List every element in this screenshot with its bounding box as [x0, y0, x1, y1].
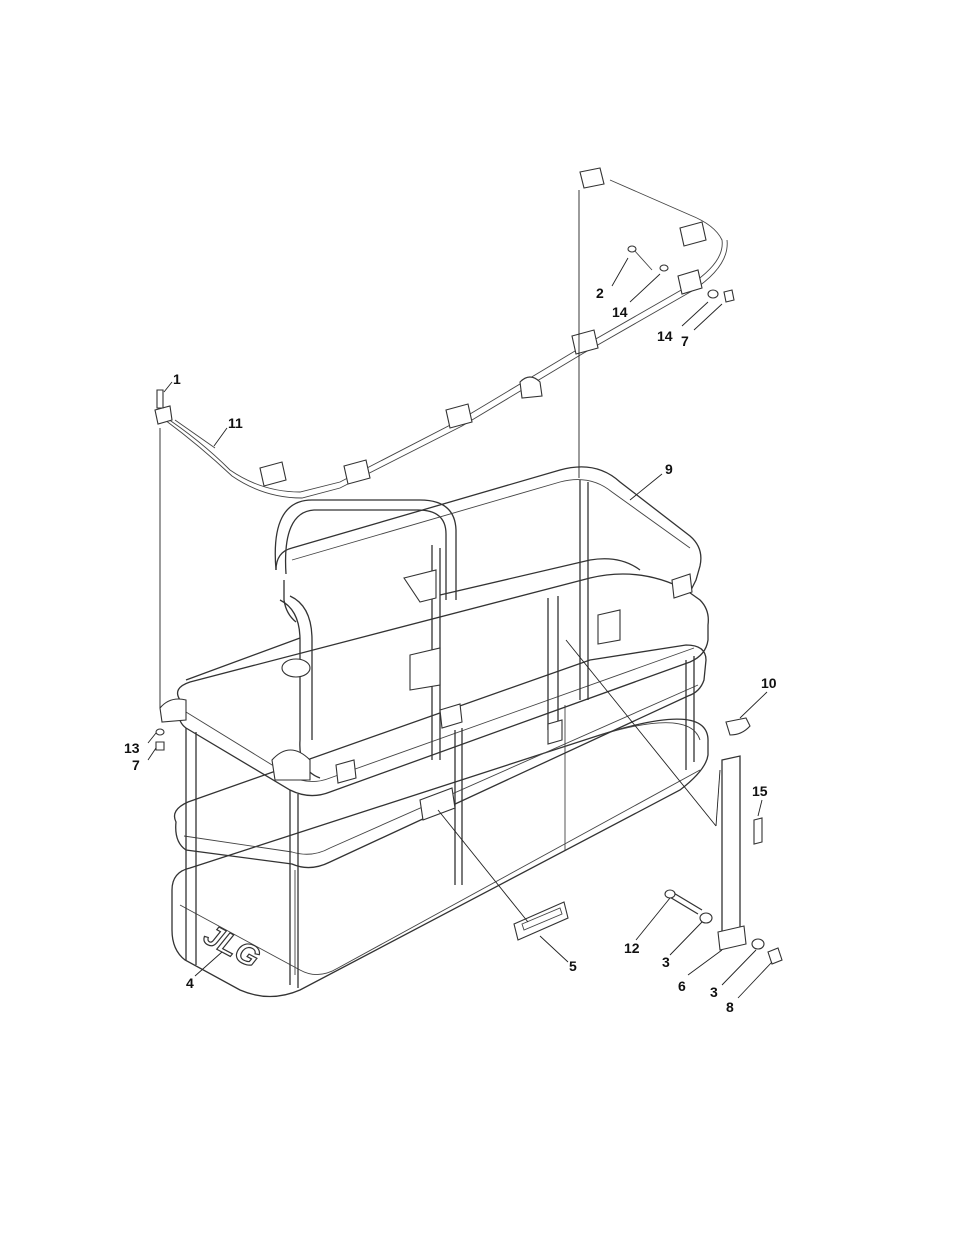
callout-4: 4 [186, 975, 194, 991]
floor-decal-plate [420, 788, 455, 820]
rail-bracket-middle [440, 704, 462, 728]
nut-8 [768, 948, 782, 964]
washer-13 [156, 729, 164, 735]
cable-clamp-5 [680, 222, 706, 246]
cable-end-left [155, 406, 172, 424]
screw-1 [157, 390, 163, 408]
callout-11: 11 [228, 415, 243, 431]
post-cap [726, 718, 750, 735]
cable-adjuster [520, 377, 542, 398]
seat-bracket [404, 570, 436, 602]
callout-6: 6 [678, 978, 686, 994]
cable-assembly [155, 168, 727, 498]
callout-5: 5 [569, 958, 577, 974]
jlg-logo: JLG [198, 918, 265, 975]
cable-end-right [580, 168, 604, 188]
rail-bracket-right [672, 574, 692, 598]
callout-7a: 7 [681, 333, 689, 349]
post-assembly [665, 718, 782, 964]
washer-3-right [752, 939, 764, 949]
callout-7b: 7 [132, 757, 140, 773]
decal-5 [514, 902, 568, 940]
washer-14-top [660, 265, 668, 271]
callout-2: 2 [596, 285, 604, 301]
callout-10: 10 [761, 675, 777, 691]
cable-clamp-4 [572, 330, 598, 354]
callout-9: 9 [665, 461, 673, 477]
pin-12-head [665, 890, 675, 898]
cable-mount-bracket [160, 699, 186, 722]
cable-clamp-1 [260, 462, 286, 486]
callout-labels: 1 2 3 3 4 5 6 7 7 8 9 10 11 12 13 14 14 … [124, 285, 777, 1015]
nut-7-left [156, 742, 164, 750]
post-tube [722, 756, 740, 936]
callout-14a: 14 [612, 304, 628, 320]
washer-3-left [700, 913, 712, 923]
callout-3b: 3 [710, 984, 718, 1000]
cable-clamp-2 [344, 460, 370, 484]
callout-12: 12 [624, 940, 640, 956]
washer-14-right [708, 290, 718, 298]
callout-14b: 14 [657, 328, 673, 344]
cable-clamp-6 [678, 270, 702, 294]
callout-15: 15 [752, 783, 768, 799]
cable-clamp-3 [446, 404, 472, 428]
nut-7-top [724, 290, 734, 302]
callout-13: 13 [124, 740, 140, 756]
hardware-top [156, 246, 734, 750]
leader-lines [148, 258, 772, 998]
assembly-centerlines [160, 190, 579, 708]
rail-bracket-left [336, 760, 356, 783]
callout-3a: 3 [662, 954, 670, 970]
rear-bracket [410, 648, 440, 690]
post-decal [754, 818, 762, 844]
callout-1: 1 [173, 371, 181, 387]
side-bracket [272, 750, 310, 780]
callout-8: 8 [726, 999, 734, 1015]
gate-latch [282, 659, 310, 677]
bolt-2-head [628, 246, 636, 252]
